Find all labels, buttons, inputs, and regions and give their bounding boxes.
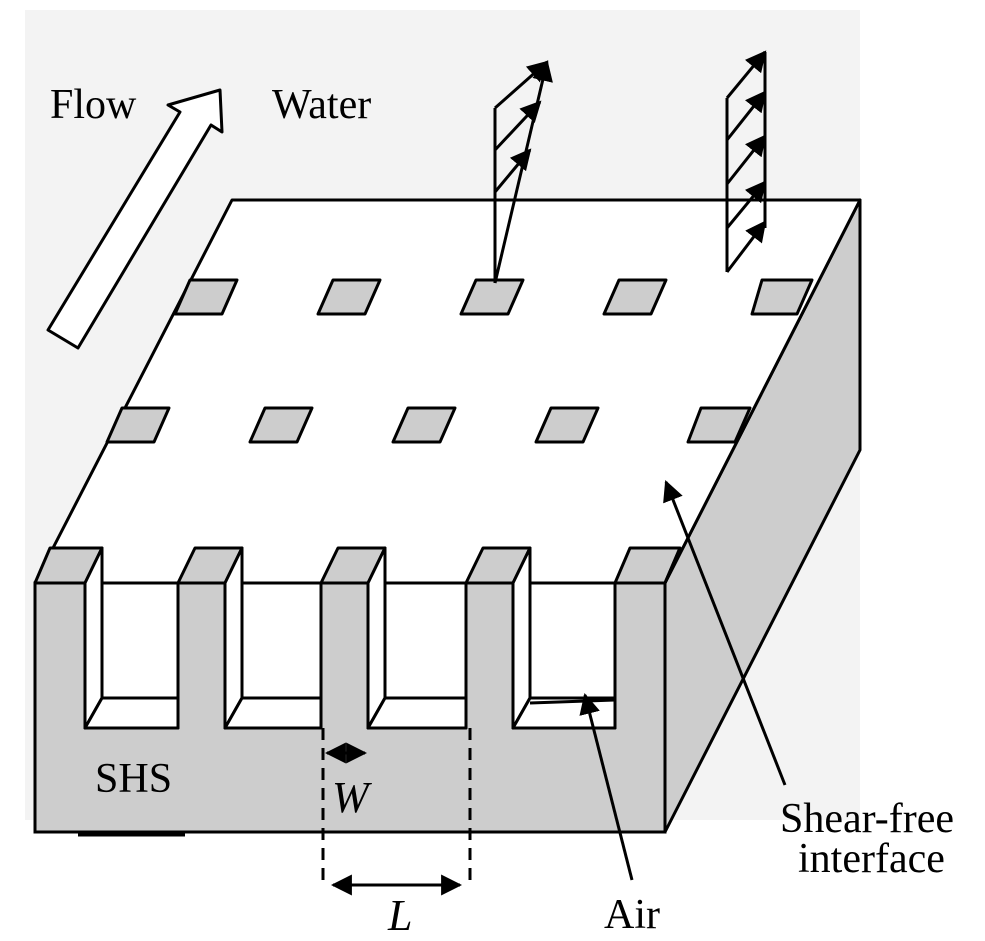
shs-label: SHS xyxy=(95,756,172,802)
post-top xyxy=(173,278,239,316)
post-top xyxy=(686,406,752,444)
post-top xyxy=(105,406,171,444)
air-leader-line xyxy=(579,692,634,881)
post-top xyxy=(534,406,600,444)
water-label: Water xyxy=(272,82,371,128)
flow-arrow-icon xyxy=(46,88,224,350)
cavity-floor xyxy=(83,696,180,730)
air-meniscus-line xyxy=(529,698,616,705)
velocity-profile-no-slip xyxy=(493,59,553,284)
air-label: Air xyxy=(604,892,660,938)
width-symbol-label: W xyxy=(332,773,372,822)
shear-free-label-line2: interface xyxy=(798,836,945,882)
post-top xyxy=(602,278,668,316)
post-top xyxy=(248,406,314,444)
front-post-edges xyxy=(100,547,682,584)
post-top xyxy=(459,278,525,316)
shear-free-label-line1: Shear-free xyxy=(780,796,954,842)
shear-free-leader-line xyxy=(663,480,787,786)
post-top xyxy=(391,406,457,444)
cavity-floor xyxy=(366,696,468,730)
cavity-floor xyxy=(223,696,323,730)
post-top xyxy=(750,278,814,316)
post-top xyxy=(316,278,382,316)
post-tops-back-row xyxy=(173,278,814,316)
post-tops-middle-row xyxy=(105,406,752,444)
period-dimension xyxy=(321,726,472,896)
flow-label: Flow xyxy=(50,82,137,128)
velocity-profile-slip xyxy=(725,50,767,273)
period-symbol-label: L xyxy=(387,891,412,940)
